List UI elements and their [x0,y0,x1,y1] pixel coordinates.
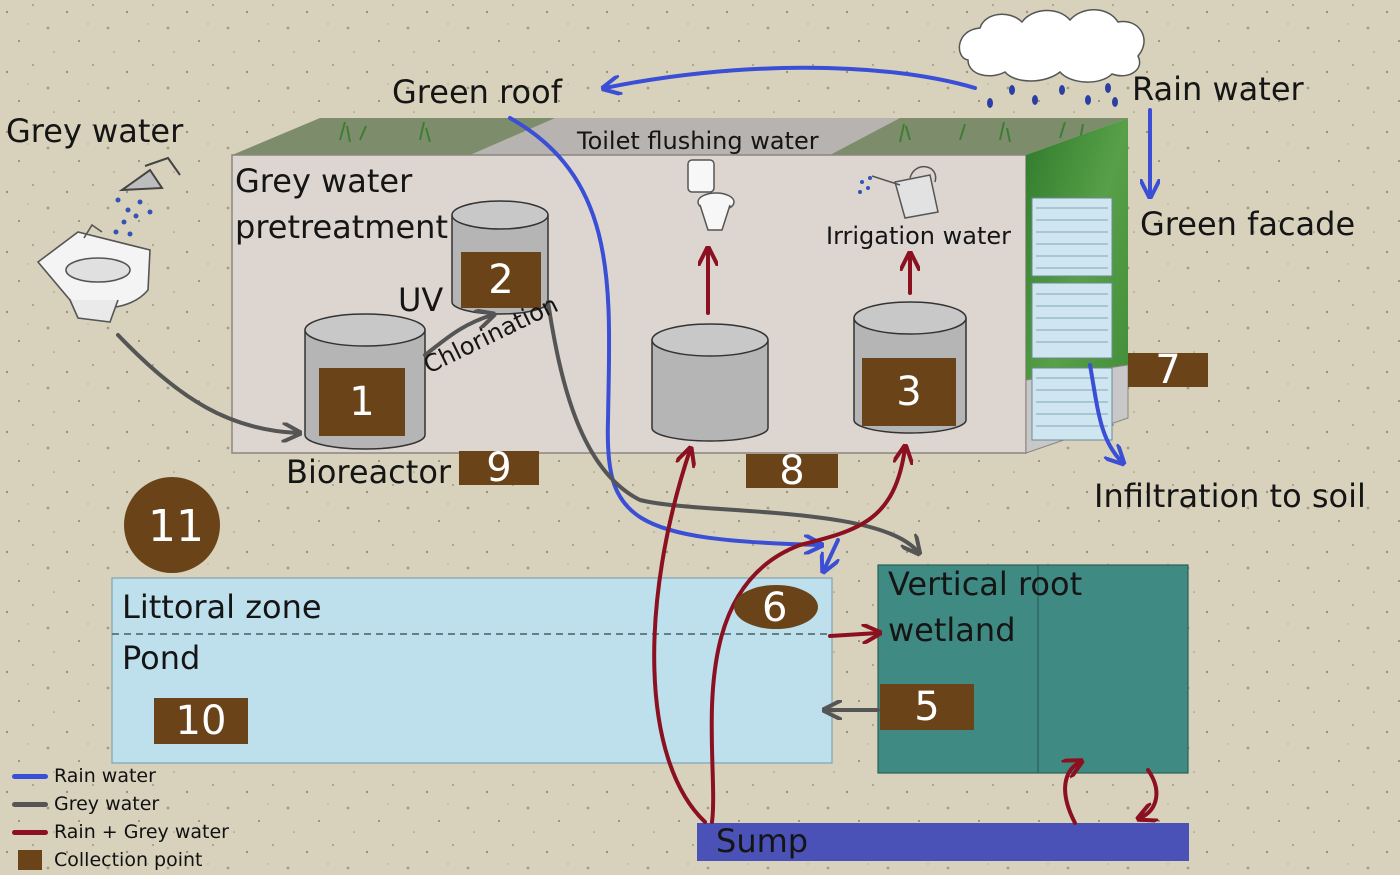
collection-point-11-label: 11 [148,501,204,552]
collection-point-3: 3 [862,358,956,426]
label-infiltration-to-soil: Infiltration to soil [1094,477,1366,515]
shower-icon [118,156,181,192]
legend-swatch-mixed [12,829,48,835]
collection-point-11 [124,477,220,573]
label-green-facade: Green facade [1140,205,1356,243]
label-wetland-line1: Vertical root [888,565,1083,603]
shower-drops [113,197,153,237]
collection-point-10: 10 [154,698,248,744]
label-pretreatment-line2: pretreatment [235,208,448,246]
label-grey-water: Grey water [6,112,184,150]
label-pond: Pond [122,639,201,677]
tank-toilet [651,323,769,442]
legend-item-mixed-water: Rain + Grey water [12,820,229,844]
vertical-root-wetland [877,564,1189,774]
sump [697,823,1189,861]
label-bioreactor: Bioreactor [286,453,452,491]
sink-icon [36,223,151,323]
rain-water-flows [508,65,1150,570]
raindrops [987,83,1118,108]
collection-point-7: 7 [1128,347,1208,393]
label-uv: UV [398,281,444,319]
collection-point-9: 9 [459,445,539,491]
mixed-water-flows [652,250,1156,825]
legend-swatch-collection [18,850,42,870]
legend-item-grey-water: Grey water [12,792,159,816]
collection-point-8: 8 [746,448,838,494]
grey-water-flows [116,300,918,710]
collection-point-5: 5 [880,684,974,730]
label-pretreatment-line1: Grey water [235,162,413,200]
roof-grey-section [470,118,900,155]
collection-point-2: 2 [461,252,541,308]
collection-point-6 [734,585,818,629]
legend-swatch-grey [12,801,48,807]
collection-point-1: 1 [319,368,405,436]
watering-can-icon [871,166,939,219]
legend-swatch-rain [12,773,48,779]
toilet-icon [687,159,735,231]
label-toilet-flushing-water: Toilet flushing water [577,127,819,155]
roof-grass [339,121,1084,143]
label-irrigation-water: Irrigation water [826,222,1011,250]
facade-panels [1031,197,1113,441]
collection-point-6-label: 6 [762,585,788,631]
label-littoral-zone: Littoral zone [122,588,322,626]
legend-item-collection-point: Collection point [12,848,202,872]
label-wetland-line2: wetland [888,611,1016,649]
legend-item-rain-water: Rain water [12,764,156,788]
label-green-roof: Green roof [392,73,562,111]
label-sump: Sump [716,822,809,860]
label-rain-water: Rain water [1132,70,1304,108]
cloud-icon [958,9,1145,83]
